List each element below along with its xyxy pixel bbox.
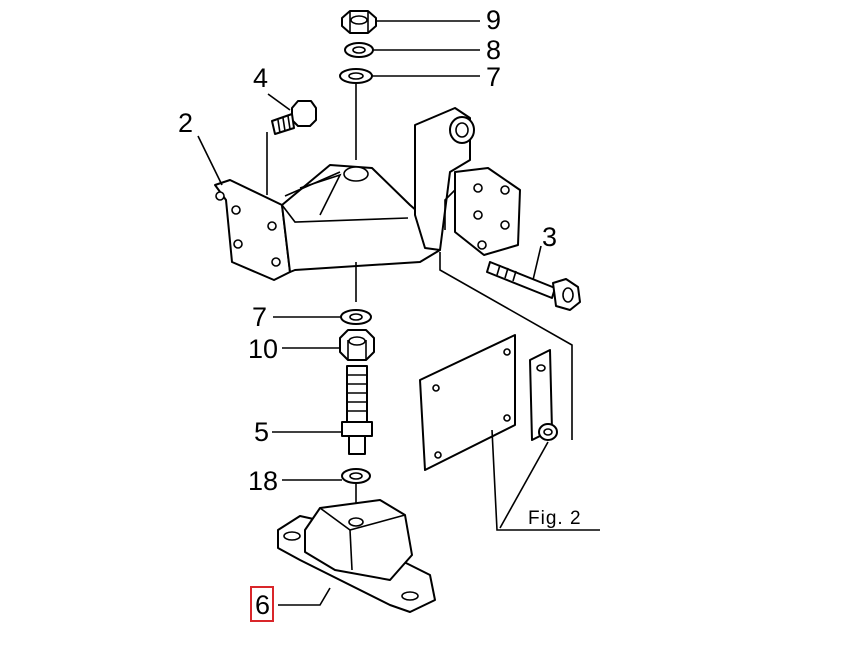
engine-bracket-part[interactable] <box>214 107 521 281</box>
flat-washer-mid-part[interactable] <box>340 309 372 325</box>
mounting-plate-part[interactable] <box>419 334 558 471</box>
figure-label: Fig. 2 <box>528 508 582 529</box>
callout-7-mid[interactable]: 7 <box>252 302 268 332</box>
long-bolt-part[interactable] <box>486 261 581 311</box>
callout-3[interactable]: 3 <box>542 222 558 252</box>
small-bolt-part[interactable] <box>271 100 317 135</box>
callout-5[interactable]: 5 <box>254 417 270 447</box>
washer-18-part[interactable] <box>341 468 371 484</box>
callout-2[interactable]: 2 <box>178 108 194 138</box>
selected-part-highlight <box>250 586 274 622</box>
callout-leaders <box>197 20 542 606</box>
flat-washer-top-part[interactable] <box>339 68 373 84</box>
callout-4[interactable]: 4 <box>253 63 269 93</box>
callout-8[interactable]: 8 <box>486 35 502 65</box>
callout-18[interactable]: 18 <box>248 466 279 496</box>
callout-6[interactable]: 6 <box>255 590 271 620</box>
rubber-mount-part[interactable] <box>277 499 436 613</box>
callout-7-top[interactable]: 7 <box>486 62 502 92</box>
callout-10[interactable]: 10 <box>248 334 279 364</box>
lower-nut-part[interactable] <box>339 329 375 361</box>
fig2-reference-lines <box>439 252 600 531</box>
callout-9[interactable]: 9 <box>486 5 502 35</box>
spring-washer-part[interactable] <box>344 42 374 58</box>
threaded-stud-part[interactable] <box>341 365 373 455</box>
top-nut-part[interactable] <box>341 10 377 34</box>
